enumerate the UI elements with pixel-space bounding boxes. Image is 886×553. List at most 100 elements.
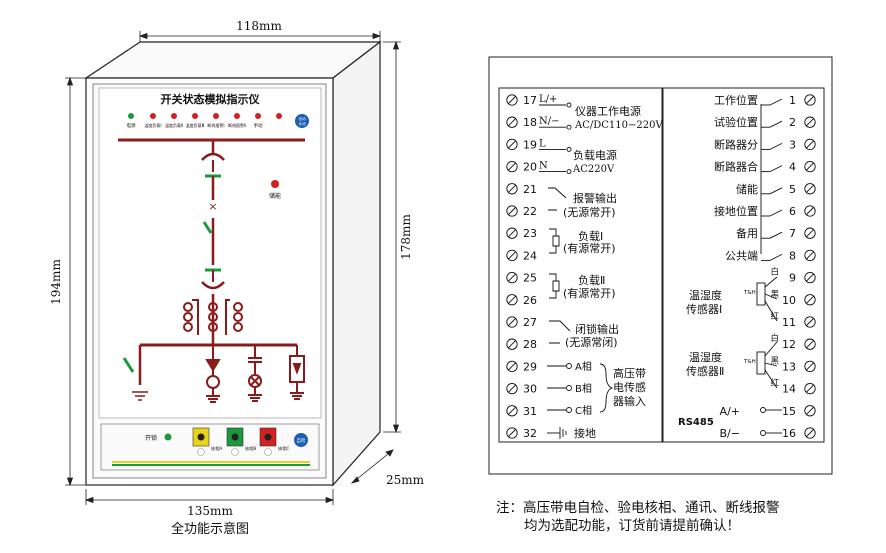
term-desc-22: (无源常开) bbox=[563, 205, 616, 219]
storage-label: 储能 bbox=[269, 192, 281, 200]
wire-color-label: 黑 bbox=[770, 356, 779, 366]
sensor1-label-1: 温湿度 bbox=[689, 288, 722, 302]
terminal-number: 5 bbox=[789, 183, 796, 196]
sensor2-label-2: 传感器Ⅱ bbox=[686, 365, 724, 378]
device-title: 开关状态模拟指示仪 bbox=[161, 92, 261, 106]
terminal-symbol: N/− bbox=[539, 116, 560, 127]
mode-button-line1: 自动 bbox=[298, 116, 306, 121]
terminal-number: 3 bbox=[789, 138, 796, 151]
phase-b-label: 核相B bbox=[245, 445, 256, 452]
phase-c-socket[interactable] bbox=[259, 427, 277, 456]
terminal-number: 21 bbox=[523, 183, 537, 196]
terminal-14: 14 bbox=[782, 383, 816, 396]
term-desc-26: (有源常开) bbox=[563, 286, 616, 300]
sensor-symbols bbox=[756, 276, 778, 389]
upper-plug-arc bbox=[201, 152, 225, 161]
wire-color-label: 红 bbox=[770, 311, 779, 322]
term-sym-29: A相 bbox=[575, 360, 592, 373]
terminal-7: 7 bbox=[761, 227, 816, 240]
breaker-cross-icon: × bbox=[208, 200, 217, 213]
wire-color-label: 白 bbox=[770, 267, 779, 278]
term-sym-31: C相 bbox=[575, 404, 592, 417]
selfcheck-button[interactable]: 自检 bbox=[294, 433, 308, 447]
phase-input-lines bbox=[547, 363, 614, 439]
terminal-31: 31 bbox=[506, 405, 537, 418]
surge-arrester-icon bbox=[289, 345, 305, 400]
led-label-power: 电源 bbox=[127, 122, 136, 129]
voltage-indicator-icon bbox=[248, 345, 262, 402]
lock-label: 开锁 bbox=[145, 434, 157, 442]
terminal-27: 27 bbox=[506, 316, 537, 329]
position-label: 公共端 bbox=[725, 249, 758, 262]
term-desc-18: AC/DC110−220V bbox=[574, 120, 663, 131]
dim-height-right: 178mm bbox=[399, 214, 413, 260]
led-label-load2: 温度负载Ⅱ bbox=[165, 122, 183, 128]
term-desc-23: 负载Ⅰ bbox=[578, 229, 603, 243]
cable-output-icon bbox=[205, 345, 221, 403]
terminal-number: 25 bbox=[523, 272, 537, 285]
storage-led bbox=[271, 180, 279, 188]
terminal-symbol: N bbox=[539, 161, 548, 172]
terminal-16: 16 bbox=[782, 427, 816, 440]
terminal-28: 28 bbox=[506, 338, 537, 351]
terminal-number: 9 bbox=[789, 272, 796, 285]
terminal-3: 3 bbox=[761, 138, 816, 151]
terminal-13: 13 bbox=[782, 360, 816, 373]
mode-button[interactable]: 自动 手动 bbox=[295, 114, 309, 128]
rs485-label: RS485 bbox=[678, 417, 714, 428]
terminal-26: 26 bbox=[506, 294, 537, 307]
terminal-number: 26 bbox=[523, 294, 537, 307]
phase-a-label: 核相A bbox=[211, 445, 222, 452]
wire-color-label: 红 bbox=[770, 378, 779, 389]
front-caption: 全功能示意图 bbox=[171, 521, 249, 537]
rs485-pin-label: B/− bbox=[720, 427, 740, 440]
terminal-21: 21 bbox=[506, 183, 537, 196]
indicator-leds: 电源 温度负载Ⅰ 温度负载Ⅱ 温度负载Ⅲ 断线报警Ⅰ 断线报警Ⅱ 手动 bbox=[127, 113, 282, 129]
terminal-15: 15 bbox=[782, 405, 816, 418]
terminal-1: 1 bbox=[761, 94, 816, 107]
terminal-number: 7 bbox=[789, 227, 796, 240]
terminal-number: 10 bbox=[782, 294, 796, 307]
terminal-number: 4 bbox=[789, 161, 796, 174]
phase-a-socket[interactable] bbox=[192, 427, 210, 456]
terminal-number: 2 bbox=[789, 116, 796, 129]
terminal-symbol: L/+ bbox=[539, 94, 557, 105]
position-label: 储能 bbox=[736, 182, 758, 196]
terminal-29: 29 bbox=[506, 360, 537, 373]
display-area bbox=[98, 87, 322, 419]
term-desc-28: (无源常闭) bbox=[565, 335, 618, 349]
terminal-number: 14 bbox=[782, 383, 796, 396]
th-label-2: T&H bbox=[743, 359, 756, 365]
load2-led bbox=[171, 113, 177, 119]
terminal-number: 29 bbox=[523, 360, 537, 373]
terminal-number: 1 bbox=[789, 94, 796, 107]
relay-symbols bbox=[548, 187, 571, 344]
manual2-led bbox=[276, 113, 282, 119]
term-desc-20: AC220V bbox=[572, 164, 615, 175]
power-led bbox=[128, 113, 134, 119]
terminal-number: 13 bbox=[782, 360, 796, 373]
sensor1-label-2: 传感器Ⅰ bbox=[686, 303, 722, 316]
breaker-green-blade bbox=[202, 221, 213, 234]
dim-width-top: 118mm bbox=[236, 19, 282, 33]
terminal-number: 30 bbox=[523, 383, 537, 396]
mode-button-line2: 手动 bbox=[298, 121, 306, 126]
dim-width-bottom: 135mm bbox=[187, 504, 233, 518]
terminal-number: 16 bbox=[782, 427, 796, 440]
terminal-6: 6 bbox=[761, 205, 816, 218]
current-transformers bbox=[183, 294, 243, 345]
break2-led bbox=[234, 113, 240, 119]
terminal-number: 6 bbox=[789, 205, 796, 218]
terminal-number: 20 bbox=[523, 161, 537, 174]
led-label-load3: 温度负载Ⅲ bbox=[186, 122, 205, 128]
terminal-12: 12 bbox=[782, 338, 816, 351]
terminal-30: 30 bbox=[506, 383, 537, 396]
position-label: 备用 bbox=[736, 226, 758, 240]
led-label-manual: 手动 bbox=[254, 122, 263, 129]
position-label: 工作位置 bbox=[714, 93, 758, 107]
phase-b-socket[interactable] bbox=[226, 427, 244, 456]
